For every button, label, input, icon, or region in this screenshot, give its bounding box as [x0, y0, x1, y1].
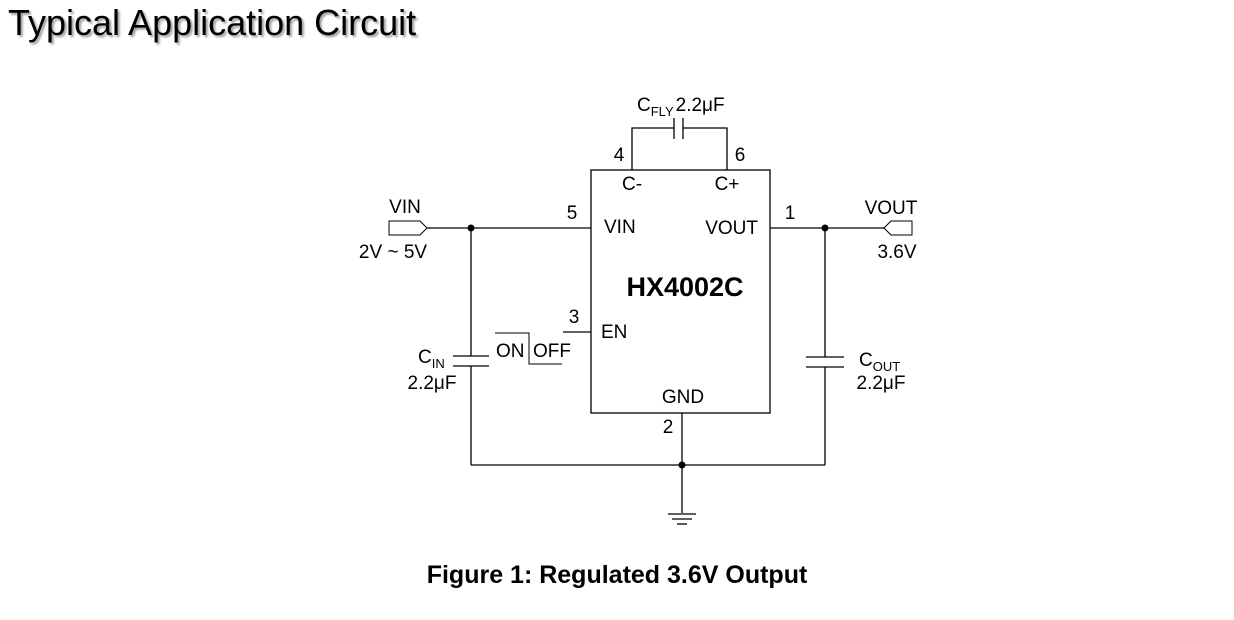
chip-body: [590, 169, 771, 414]
pin-c-plus-label: C+: [715, 174, 740, 195]
pin-3-number: 3: [569, 307, 580, 328]
cin-value: 2.2μF: [408, 373, 457, 394]
page-title: Typical Application Circuit: [8, 2, 417, 43]
cfly-capacitor: [631, 118, 728, 170]
pin-1-number: 1: [785, 203, 796, 224]
chip-name: HX4002C: [626, 272, 743, 302]
cin-capacitor: [453, 228, 489, 465]
vin-input-arrow: [388, 220, 428, 236]
cout-value: 2.2μF: [857, 373, 906, 394]
switch-off-label: OFF: [533, 341, 571, 362]
cout-capacitor: [806, 228, 844, 465]
vin-range: 2V ~ 5V: [359, 242, 427, 263]
pin-4-number: 4: [614, 145, 625, 166]
pin-vin-label: VIN: [604, 217, 636, 238]
ground-symbol: [668, 513, 696, 525]
vout-value: 3.6V: [877, 242, 916, 263]
cout-label: COUT: [859, 350, 900, 374]
pin-vout-label: VOUT: [705, 218, 758, 239]
pin-2-number: 2: [663, 417, 674, 438]
en-switch: [495, 331, 591, 365]
vin-label: VIN: [389, 197, 421, 218]
pin-6-number: 6: [735, 145, 746, 166]
cin-label: CIN: [418, 347, 445, 371]
pin-c-minus-label: C-: [622, 174, 642, 195]
switch-on-label: ON: [496, 341, 525, 362]
figure-caption: Figure 1: Regulated 3.6V Output: [426, 561, 808, 589]
pin-5-number: 5: [567, 203, 578, 224]
pin-gnd-label: GND: [662, 387, 704, 408]
pin-en-label: EN: [601, 322, 627, 343]
vout-output-arrow: [883, 220, 913, 236]
vout-label: VOUT: [865, 198, 918, 219]
